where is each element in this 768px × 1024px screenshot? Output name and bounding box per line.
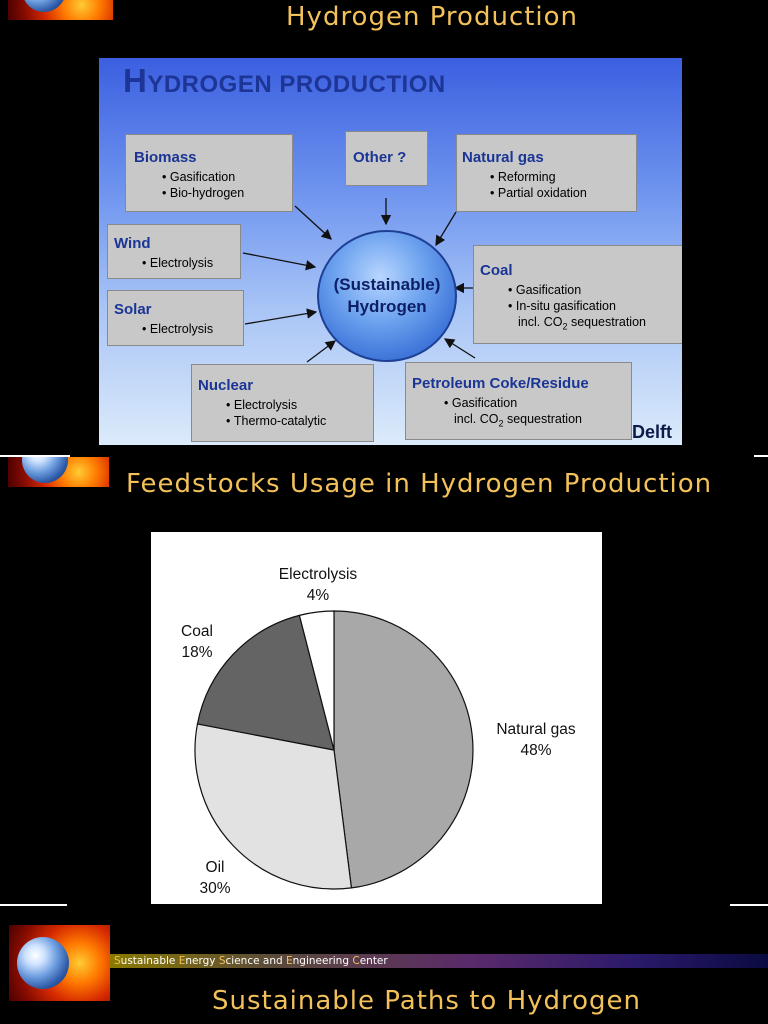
diagram-title: HYDROGEN PRODUCTION xyxy=(123,62,446,99)
banner-word: Engineering xyxy=(286,955,352,967)
pie-label-value: 30% xyxy=(199,880,230,897)
source-box-wind: Wind Electrolysis xyxy=(107,224,241,279)
banner-word-rest: ustainable xyxy=(120,955,179,967)
source-method: Thermo-catalytic xyxy=(198,413,373,429)
banner-word-rest: enter xyxy=(359,955,388,967)
banner-initial: S xyxy=(218,955,226,967)
source-box-solar: Solar Electrolysis xyxy=(107,290,244,346)
source-method: Bio-hydrogen xyxy=(134,185,292,201)
source-method: Electrolysis xyxy=(114,255,240,271)
banner-word: Energy xyxy=(179,955,219,967)
source-name: Solar xyxy=(114,301,152,318)
logo xyxy=(9,925,110,1001)
earth-icon xyxy=(17,937,69,989)
logo xyxy=(8,0,113,20)
pie-label-value: 48% xyxy=(520,742,551,759)
pie-label-name: Oil xyxy=(206,859,225,876)
banner-word: Sustainable xyxy=(114,955,179,967)
pie-slice-electrolysis xyxy=(298,610,335,751)
source-box-biomass: Biomass Gasification Bio-hydrogen xyxy=(125,134,293,212)
delft-watermark: Delft xyxy=(632,422,672,442)
source-method: Electrolysis xyxy=(114,321,243,337)
slide-title-2: Feedstocks Usage in Hydrogen Production xyxy=(126,469,713,499)
source-box-other: Other ? xyxy=(345,131,428,186)
source-box-petroleum: Petroleum Coke/Residue Gasification incl… xyxy=(405,362,632,440)
pie-label-name: Coal xyxy=(181,623,213,640)
earth-icon xyxy=(22,0,66,12)
source-name: Coal xyxy=(480,262,513,279)
pie-label-value: 4% xyxy=(307,587,330,604)
source-name: Biomass xyxy=(134,149,197,166)
pie-slice-oil xyxy=(194,723,353,890)
sesec-banner: Sustainable Energy Science and Engineeri… xyxy=(110,954,768,968)
source-note: incl. CO2 sequestration xyxy=(518,315,646,332)
slide-divider-left xyxy=(0,455,70,457)
feedstocks-pie-chart: Natural gas 48% Oil 30% Coal 18% Electrolysis 4… xyxy=(151,532,602,904)
source-method: Gasification xyxy=(480,282,682,298)
banner-initial: E xyxy=(178,955,186,967)
source-box-coal: Coal Gasification In-situ gasification i… xyxy=(473,245,682,344)
banner-word-rest: ngineering xyxy=(292,955,353,967)
diagram-arrows xyxy=(242,198,476,363)
source-method: Gasification xyxy=(134,169,292,185)
banner-word-rest: nergy xyxy=(185,955,219,967)
source-method: Gasification xyxy=(412,395,631,411)
source-note: incl. CO2 sequestration xyxy=(454,412,582,429)
banner-initial: E xyxy=(286,955,293,967)
source-method: Reforming xyxy=(462,169,636,185)
source-name: Wind xyxy=(114,235,151,252)
hydrogen-production-diagram: HYDROGEN PRODUCTION Biomass Gasification… xyxy=(99,58,682,445)
arrow-natural-gas xyxy=(435,211,457,247)
hub-line-2: Hydrogen xyxy=(347,297,427,316)
slide-divider-right xyxy=(754,455,768,457)
source-name: Natural gas xyxy=(462,149,544,166)
hub-line-1: (Sustainable) xyxy=(333,275,441,294)
slide-title-1: Hydrogen Production xyxy=(286,2,579,32)
slide-divider-left xyxy=(0,904,67,906)
source-box-nuclear: Nuclear Electrolysis Thermo-catalytic xyxy=(191,364,374,442)
banner-word: Center xyxy=(352,955,387,967)
source-box-natural-gas: Natural gas Reforming Partial oxidation xyxy=(456,134,637,212)
pie-label-value: 18% xyxy=(181,644,212,661)
source-method: Partial oxidation xyxy=(462,185,636,201)
arrow-biomass xyxy=(294,205,332,240)
arrow-petroleum xyxy=(443,338,476,359)
pie-label-name: Electrolysis xyxy=(279,566,358,583)
source-name: Petroleum Coke/Residue xyxy=(412,375,589,392)
pie-label-name: Natural gas xyxy=(496,721,576,738)
arrow-nuclear xyxy=(306,340,337,363)
pie-slice-natural-gas xyxy=(333,610,474,889)
banner-initial: C xyxy=(352,955,360,967)
source-name: Nuclear xyxy=(198,377,254,394)
banner-word-rest: cience and xyxy=(225,955,286,967)
pie-slice-coal xyxy=(196,614,335,751)
pie-chart-svg: Natural gas 48% Oil 30% Coal 18% Electrolysis 4… xyxy=(181,566,576,897)
source-method: In-situ gasification xyxy=(480,298,682,314)
slide-title-3: Sustainable Paths to Hydrogen xyxy=(212,986,642,1016)
arrow-wind xyxy=(242,252,317,271)
hydrogen-hub: (Sustainable) Hydrogen xyxy=(317,230,457,362)
slide-divider-right xyxy=(730,904,768,906)
source-name: Other ? xyxy=(353,149,407,166)
banner-word: Science and xyxy=(219,955,286,967)
source-method: Electrolysis xyxy=(198,397,373,413)
arrow-solar xyxy=(244,308,318,325)
banner-initial: S xyxy=(114,955,121,967)
logo xyxy=(8,457,109,487)
